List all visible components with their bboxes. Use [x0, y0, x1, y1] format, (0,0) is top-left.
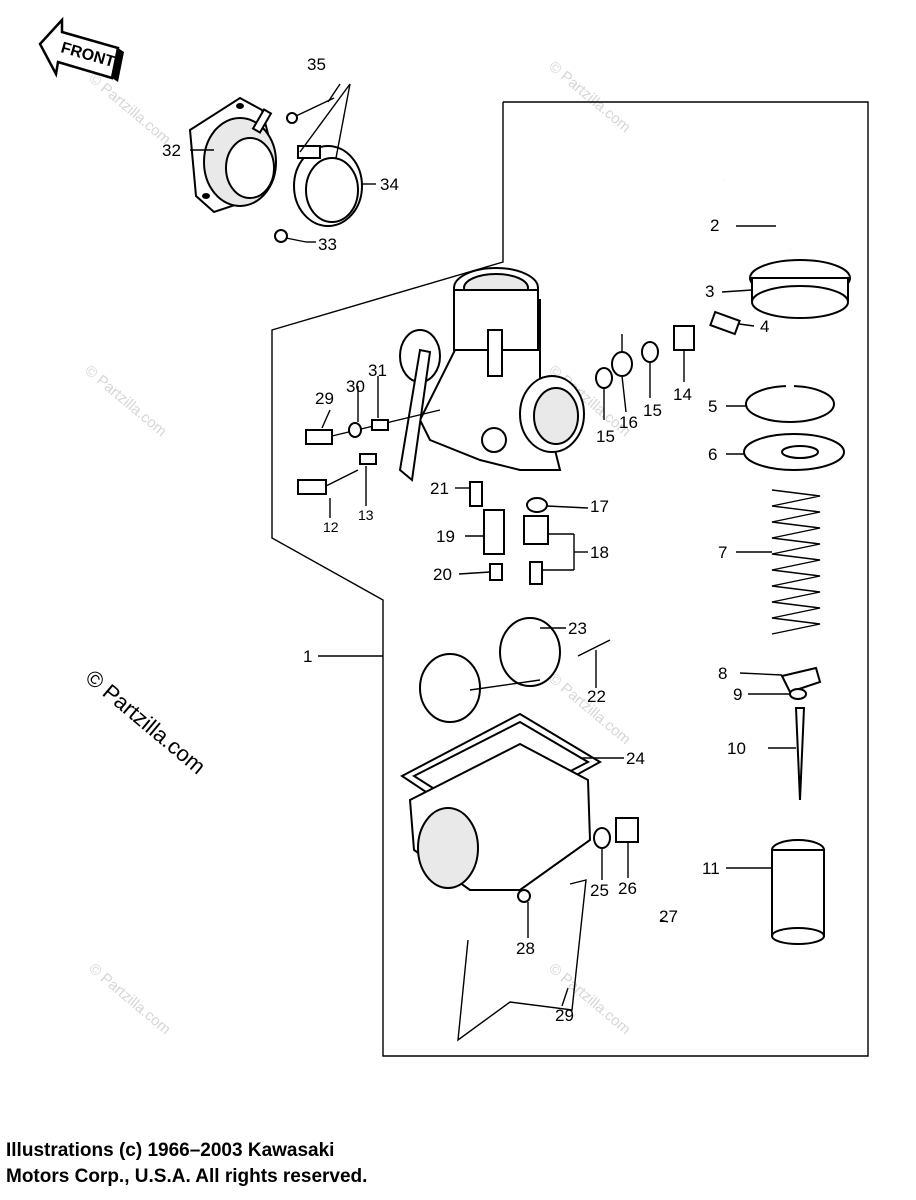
throttle-valve — [771, 839, 825, 945]
callout-1: 1 — [303, 647, 312, 666]
callout-26: 26 — [618, 879, 637, 898]
callout-2: 2 — [710, 216, 719, 235]
drain-plug — [615, 817, 639, 843]
callout-21: 21 — [430, 479, 449, 498]
spring — [371, 419, 389, 431]
callout-15: 15 — [596, 427, 615, 446]
jet-needle — [794, 707, 806, 801]
clamp — [293, 145, 363, 227]
gasket — [743, 433, 845, 471]
callout-13: 13 — [358, 507, 374, 523]
callout-9: 9 — [733, 685, 742, 704]
o-ring — [526, 497, 548, 513]
needle-jet — [483, 509, 505, 555]
float-valve-seat — [523, 515, 549, 545]
leader-lines — [190, 83, 796, 1007]
float — [419, 617, 561, 723]
screw — [274, 229, 307, 243]
callout-labels: 35 32 34 33 2 3 4 5 6 7 8 9 10 11 31 30 … — [162, 55, 769, 958]
callout-29: 29 — [555, 1006, 574, 1026]
callout-32: 31 — [368, 361, 387, 380]
main-jet — [489, 563, 503, 581]
callout-31: 30 — [346, 377, 365, 396]
float-bowl — [408, 742, 592, 891]
needle-retainer — [780, 666, 822, 694]
pilot-jet — [469, 481, 483, 507]
callout-34: 33 — [318, 235, 337, 254]
watermark: © Partzilla.com — [545, 58, 633, 136]
banjo-bolt — [673, 325, 695, 351]
spring — [359, 453, 377, 465]
float-pin — [577, 639, 611, 657]
callout-19: 19 — [436, 527, 455, 546]
watermark: © Partzilla.com — [85, 960, 173, 1038]
washer — [641, 341, 659, 363]
overflow-tube — [532, 899, 830, 1013]
intake-manifold — [188, 96, 277, 214]
callout-29-text: 29 — [555, 1006, 574, 1025]
carburetor-body — [398, 267, 585, 482]
callout-18: 18 — [590, 543, 609, 562]
callout-17: 17 — [590, 497, 609, 516]
cable-adjuster — [709, 310, 741, 336]
callout-3: 3 — [705, 282, 714, 301]
clip — [517, 889, 531, 903]
wire-clip — [457, 879, 587, 1042]
callout-14: 14 — [673, 385, 692, 404]
drain-washer — [593, 827, 611, 849]
watermark: © Partzilla.com — [545, 960, 633, 1038]
callout-35: 34 — [380, 175, 399, 194]
copyright-line-1: Illustrations (c) 1966–2003 Kawasaki — [6, 1140, 335, 1161]
callout-4: 4 — [760, 317, 769, 336]
washer — [595, 367, 613, 389]
top-cap — [749, 259, 851, 319]
callout-20: 20 — [433, 565, 452, 584]
callout-6: 6 — [708, 445, 717, 464]
throttle-stop-screw — [297, 469, 359, 495]
choke-tube — [721, 174, 796, 253]
callout-36: 35 — [307, 55, 326, 74]
mixing-chamber-top — [745, 340, 835, 423]
needle-clip — [789, 688, 807, 700]
callout-22: 22 — [587, 687, 606, 706]
callout-25: 25 — [590, 881, 609, 900]
callout-8: 8 — [718, 664, 727, 683]
washer — [348, 422, 362, 438]
copyright-notice: Illustrations (c) 1966–2003 Kawasaki Mot… — [6, 1138, 367, 1190]
callout-27: 27 — [659, 907, 678, 926]
float-valve — [529, 561, 543, 585]
watermark: © Partzilla.com — [85, 70, 173, 148]
copyright-line-2: Motors Corp., U.S.A. All rights reserved… — [6, 1166, 368, 1187]
screw — [286, 97, 335, 124]
watermark-large: © Partzilla.com — [81, 665, 211, 779]
callout-7: 7 — [718, 543, 727, 562]
callout-10: 10 — [727, 739, 746, 758]
callout-11: 11 — [702, 859, 720, 878]
callout-5: 5 — [708, 397, 717, 416]
front-arrow-icon: FRONT — [38, 16, 124, 82]
throttle-spring — [771, 489, 821, 635]
callout-23: 23 — [568, 619, 587, 638]
callout-28: 28 — [516, 939, 535, 958]
fitting — [611, 334, 633, 377]
callout-24: 24 — [626, 749, 645, 768]
callout-33: 32 — [162, 141, 181, 160]
callout-15: 15 — [643, 401, 662, 420]
watermark: © Partzilla.com — [81, 362, 169, 440]
assembly-boundary — [271, 101, 869, 1057]
callout-12: 12 — [323, 519, 339, 535]
callout-30: 29 — [315, 389, 334, 408]
callout-16: 16 — [619, 413, 638, 432]
